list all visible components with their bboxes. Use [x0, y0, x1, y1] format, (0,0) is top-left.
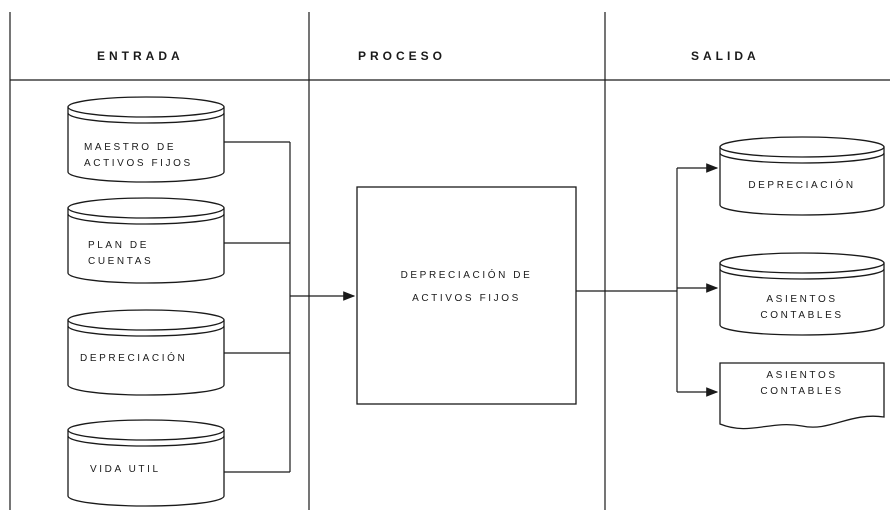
- input-database-4: [67, 419, 225, 507]
- output-label-3-line1: ASIENTOS: [766, 370, 838, 381]
- input-label-3: DEPRECIACIÓN: [80, 351, 187, 367]
- input-database-3: [67, 309, 225, 396]
- swimlane-frame: [9, 12, 890, 510]
- column-header-salida: SALIDA: [691, 49, 760, 63]
- process-label-line2: ACTIVOS FIJOS: [412, 293, 521, 304]
- output-label-2-line2: CONTABLES: [760, 310, 844, 321]
- input-database-2: [67, 197, 225, 284]
- output-label-3: ASIENTOS CONTABLES: [720, 368, 884, 400]
- input-label-2-line1: PLAN DE: [88, 240, 149, 251]
- output-label-1: DEPRECIACIÓN: [720, 178, 884, 194]
- input-label-2-line2: CUENTAS: [88, 256, 154, 267]
- input-label-4-line1: VIDA UTIL: [90, 464, 161, 475]
- column-header-entrada: ENTRADA: [97, 49, 184, 63]
- process-label-line1: DEPRECIACIÓN DE: [400, 270, 533, 281]
- output-label-1-line1: DEPRECIACIÓN: [748, 180, 856, 191]
- output-label-2-line1: ASIENTOS: [766, 294, 838, 305]
- input-label-1-line1: MAESTRO DE: [84, 142, 177, 153]
- input-label-1-line2: ACTIVOS FIJOS: [84, 158, 193, 169]
- input-label-3-line1: DEPRECIACIÓN: [80, 353, 188, 364]
- output-database-1: [719, 136, 885, 216]
- input-database-1: [67, 96, 225, 183]
- input-label-4: VIDA UTIL: [90, 462, 161, 478]
- output-label-2: ASIENTOS CONTABLES: [720, 292, 884, 324]
- output-label-3-line2: CONTABLES: [760, 386, 844, 397]
- input-label-1: MAESTRO DE ACTIVOS FIJOS: [84, 140, 193, 172]
- output-connectors: [576, 163, 719, 397]
- output-database-2: [719, 252, 885, 336]
- input-label-2: PLAN DE CUENTAS: [88, 238, 153, 270]
- output-document: [719, 362, 885, 430]
- column-header-proceso: PROCESO: [358, 49, 447, 63]
- input-connectors: [224, 141, 356, 473]
- process-label: DEPRECIACIÓN DE ACTIVOS FIJOS: [357, 264, 576, 310]
- process-box: [356, 186, 577, 405]
